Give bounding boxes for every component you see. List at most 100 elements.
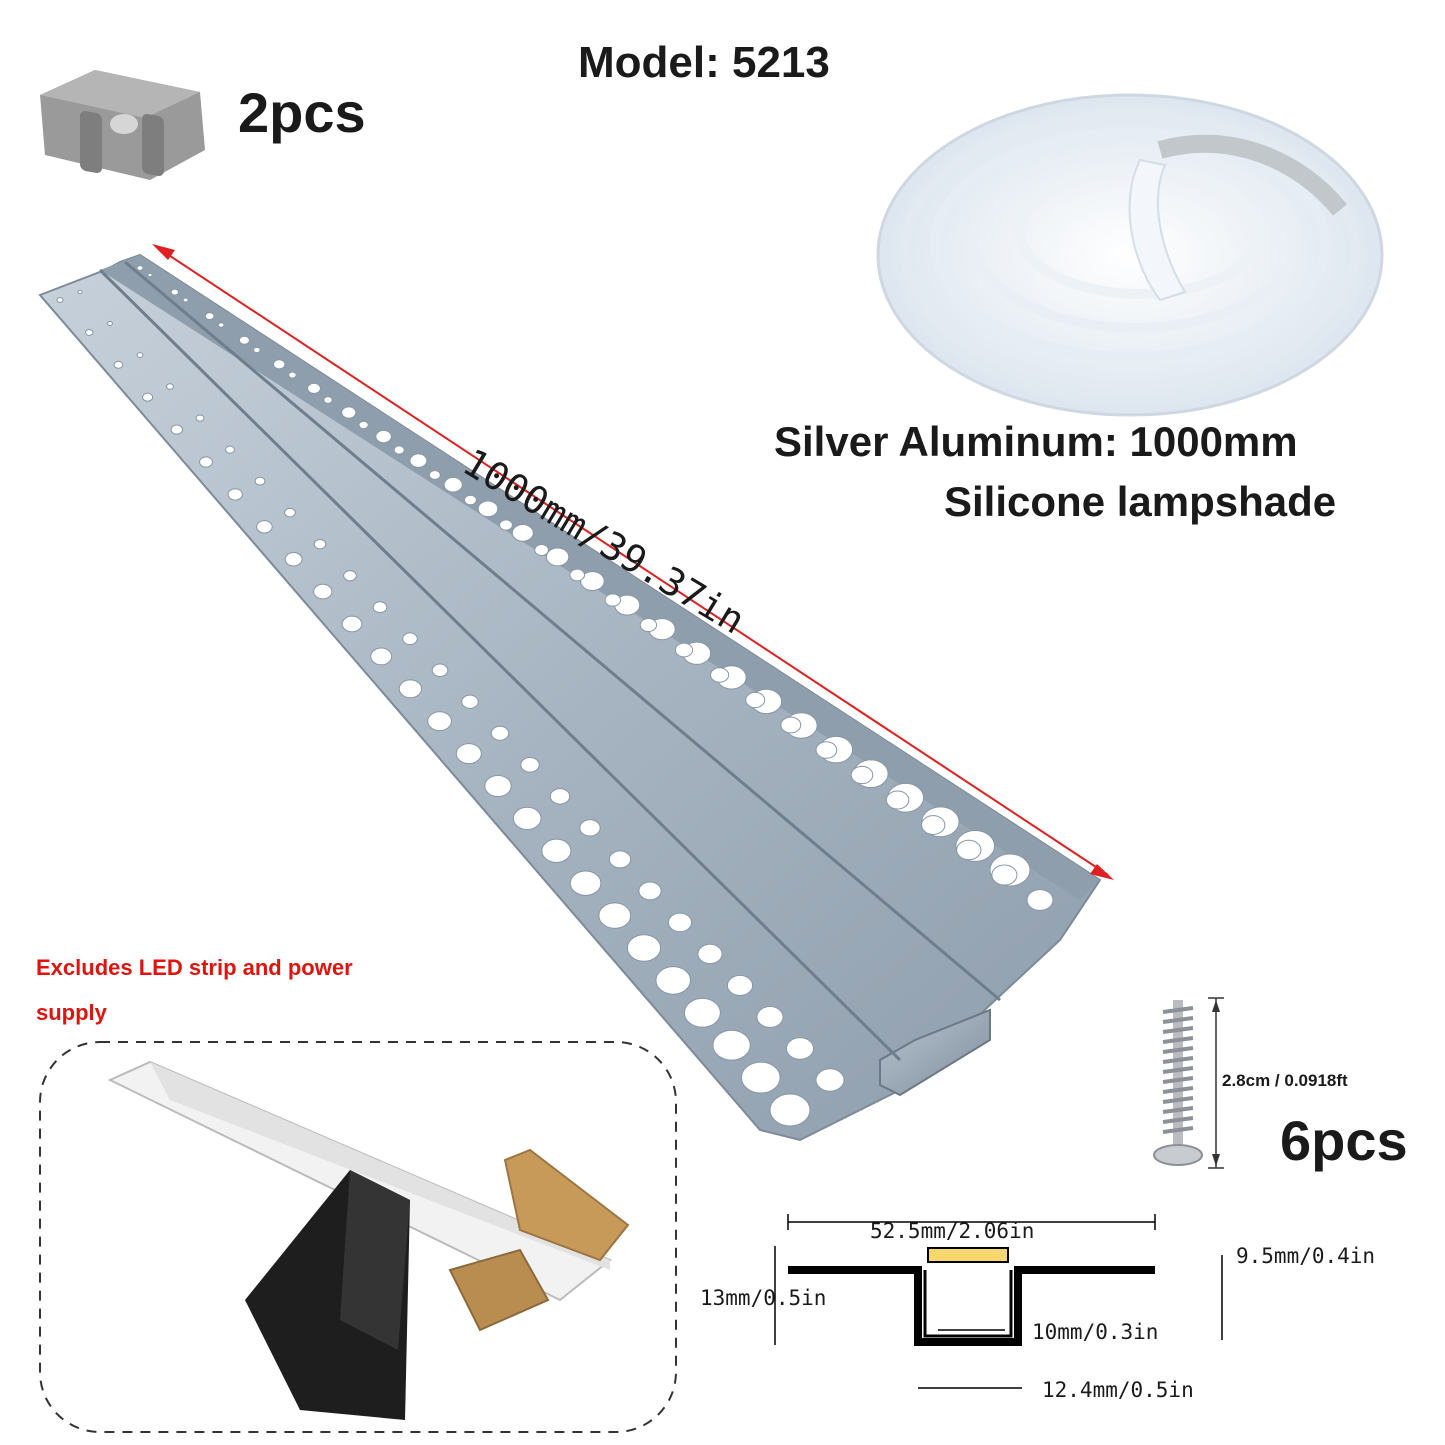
perforation-hole <box>579 819 601 837</box>
perforation-hole <box>490 725 510 741</box>
perforation-hole <box>227 488 243 501</box>
perforation-hole <box>113 360 124 369</box>
dimension-inner-width: 10mm/0.3in <box>1032 1320 1159 1344</box>
screw-thread <box>1162 1096 1194 1104</box>
perforation-hole <box>541 838 572 863</box>
screw-thread <box>1162 1046 1194 1054</box>
perforation-hole <box>655 966 691 995</box>
perforation-hole <box>710 667 730 683</box>
perforation-hole <box>147 272 153 278</box>
perforation-hole <box>77 289 83 295</box>
perforation-hole <box>463 494 477 506</box>
perforation-hole <box>626 934 662 962</box>
screw-icon <box>1153 997 1224 1169</box>
perforation-hole <box>204 312 215 321</box>
perforation-hole <box>393 445 405 455</box>
perforation-hole <box>195 414 205 422</box>
aluminum-profile-image <box>38 244 1114 1142</box>
perforation-hole <box>638 881 662 901</box>
perforation-hole <box>549 788 571 805</box>
screw-thread <box>1162 1016 1194 1024</box>
perforation-hole <box>313 583 333 600</box>
perforation-hole <box>341 406 357 419</box>
perforation-hole <box>431 663 449 677</box>
perforation-hole <box>107 321 113 327</box>
dimension-width: 52.5mm/2.06in <box>870 1219 1035 1243</box>
perforation-hole <box>499 519 513 531</box>
perforation-hole <box>443 476 463 493</box>
perforation-hole <box>608 850 632 869</box>
perforation-hole <box>484 774 512 798</box>
screw-thread <box>1162 1126 1194 1134</box>
dimension-depth: 9.5mm/0.4in <box>1236 1244 1376 1268</box>
perforation-hole <box>569 568 585 582</box>
perforation-hole <box>683 997 721 1028</box>
packaging-box-image <box>39 1041 677 1433</box>
perforation-hole <box>341 615 363 633</box>
perforation-hole <box>166 383 174 390</box>
profile-cross-section-diagram <box>774 1214 1223 1389</box>
perforation-hole <box>182 297 189 303</box>
perforation-hole <box>745 691 766 709</box>
perforation-hole <box>667 912 693 933</box>
perforation-hole <box>455 743 482 765</box>
perforation-hole <box>740 1061 781 1094</box>
screw-thread <box>1162 1006 1194 1014</box>
dimension-height: 13mm/0.5in <box>700 1286 827 1310</box>
screw-thread <box>1162 1116 1194 1124</box>
perforation-hole <box>170 288 179 296</box>
perforation-hole <box>56 297 64 303</box>
perforation-hole <box>136 352 144 358</box>
dimension-outer-width: 12.4mm/0.5in <box>1042 1378 1194 1402</box>
perforation-hole <box>136 265 144 271</box>
perforation-hole <box>991 864 1018 886</box>
perforation-hole <box>358 420 369 430</box>
perforation-hole <box>639 617 658 633</box>
screw-thread <box>1162 1066 1194 1074</box>
perforation-hole <box>769 1093 811 1127</box>
spec-lampshade: Silicone lampshade <box>944 478 1337 525</box>
perforation-hole <box>956 839 982 861</box>
perforation-hole <box>254 476 266 486</box>
model-title: Model: 5213 <box>578 38 830 87</box>
perforation-hole <box>712 1029 751 1061</box>
perforation-hole <box>427 711 452 732</box>
perforation-hole <box>343 570 357 582</box>
perforation-hole <box>511 523 534 542</box>
perforation-hole <box>375 429 392 444</box>
perforation-hole <box>674 642 694 658</box>
perforation-hole <box>921 815 946 835</box>
perforation-hole <box>238 335 250 345</box>
perforation-hole <box>284 551 303 567</box>
perforation-hole <box>284 507 296 518</box>
screw-thread <box>1162 1106 1194 1114</box>
perforation-hole <box>580 571 605 592</box>
perforation-hole <box>323 396 333 404</box>
perforation-hole <box>785 1037 815 1060</box>
perforation-hole <box>726 974 754 996</box>
screw-thread <box>1162 1056 1194 1064</box>
perforation-hole <box>850 765 874 785</box>
screw-thread <box>1162 1026 1194 1034</box>
perforation-hole <box>885 790 910 810</box>
silicone-coil-icon <box>876 93 1384 417</box>
perforation-hole <box>225 445 235 454</box>
perforation-hole <box>372 601 388 614</box>
screw-thread <box>1162 1086 1194 1094</box>
perforation-hole <box>199 456 213 468</box>
perforation-hole <box>545 547 570 567</box>
perforation-hole <box>288 371 297 379</box>
perforation-hole <box>534 544 549 556</box>
perforation-hole <box>252 346 261 354</box>
end-cap-icon <box>40 70 205 180</box>
screw-thread <box>1162 1036 1194 1044</box>
exclusion-note-line1: Excludes LED strip and power <box>36 955 353 980</box>
perforation-hole <box>307 382 321 395</box>
perforation-hole <box>512 806 542 831</box>
perforation-hole <box>313 538 327 550</box>
perforation-hole <box>402 632 418 646</box>
spec-aluminum-length: Silver Aluminum: 1000mm <box>774 418 1298 465</box>
perforation-hole <box>85 328 94 336</box>
perforation-hole <box>815 741 838 759</box>
